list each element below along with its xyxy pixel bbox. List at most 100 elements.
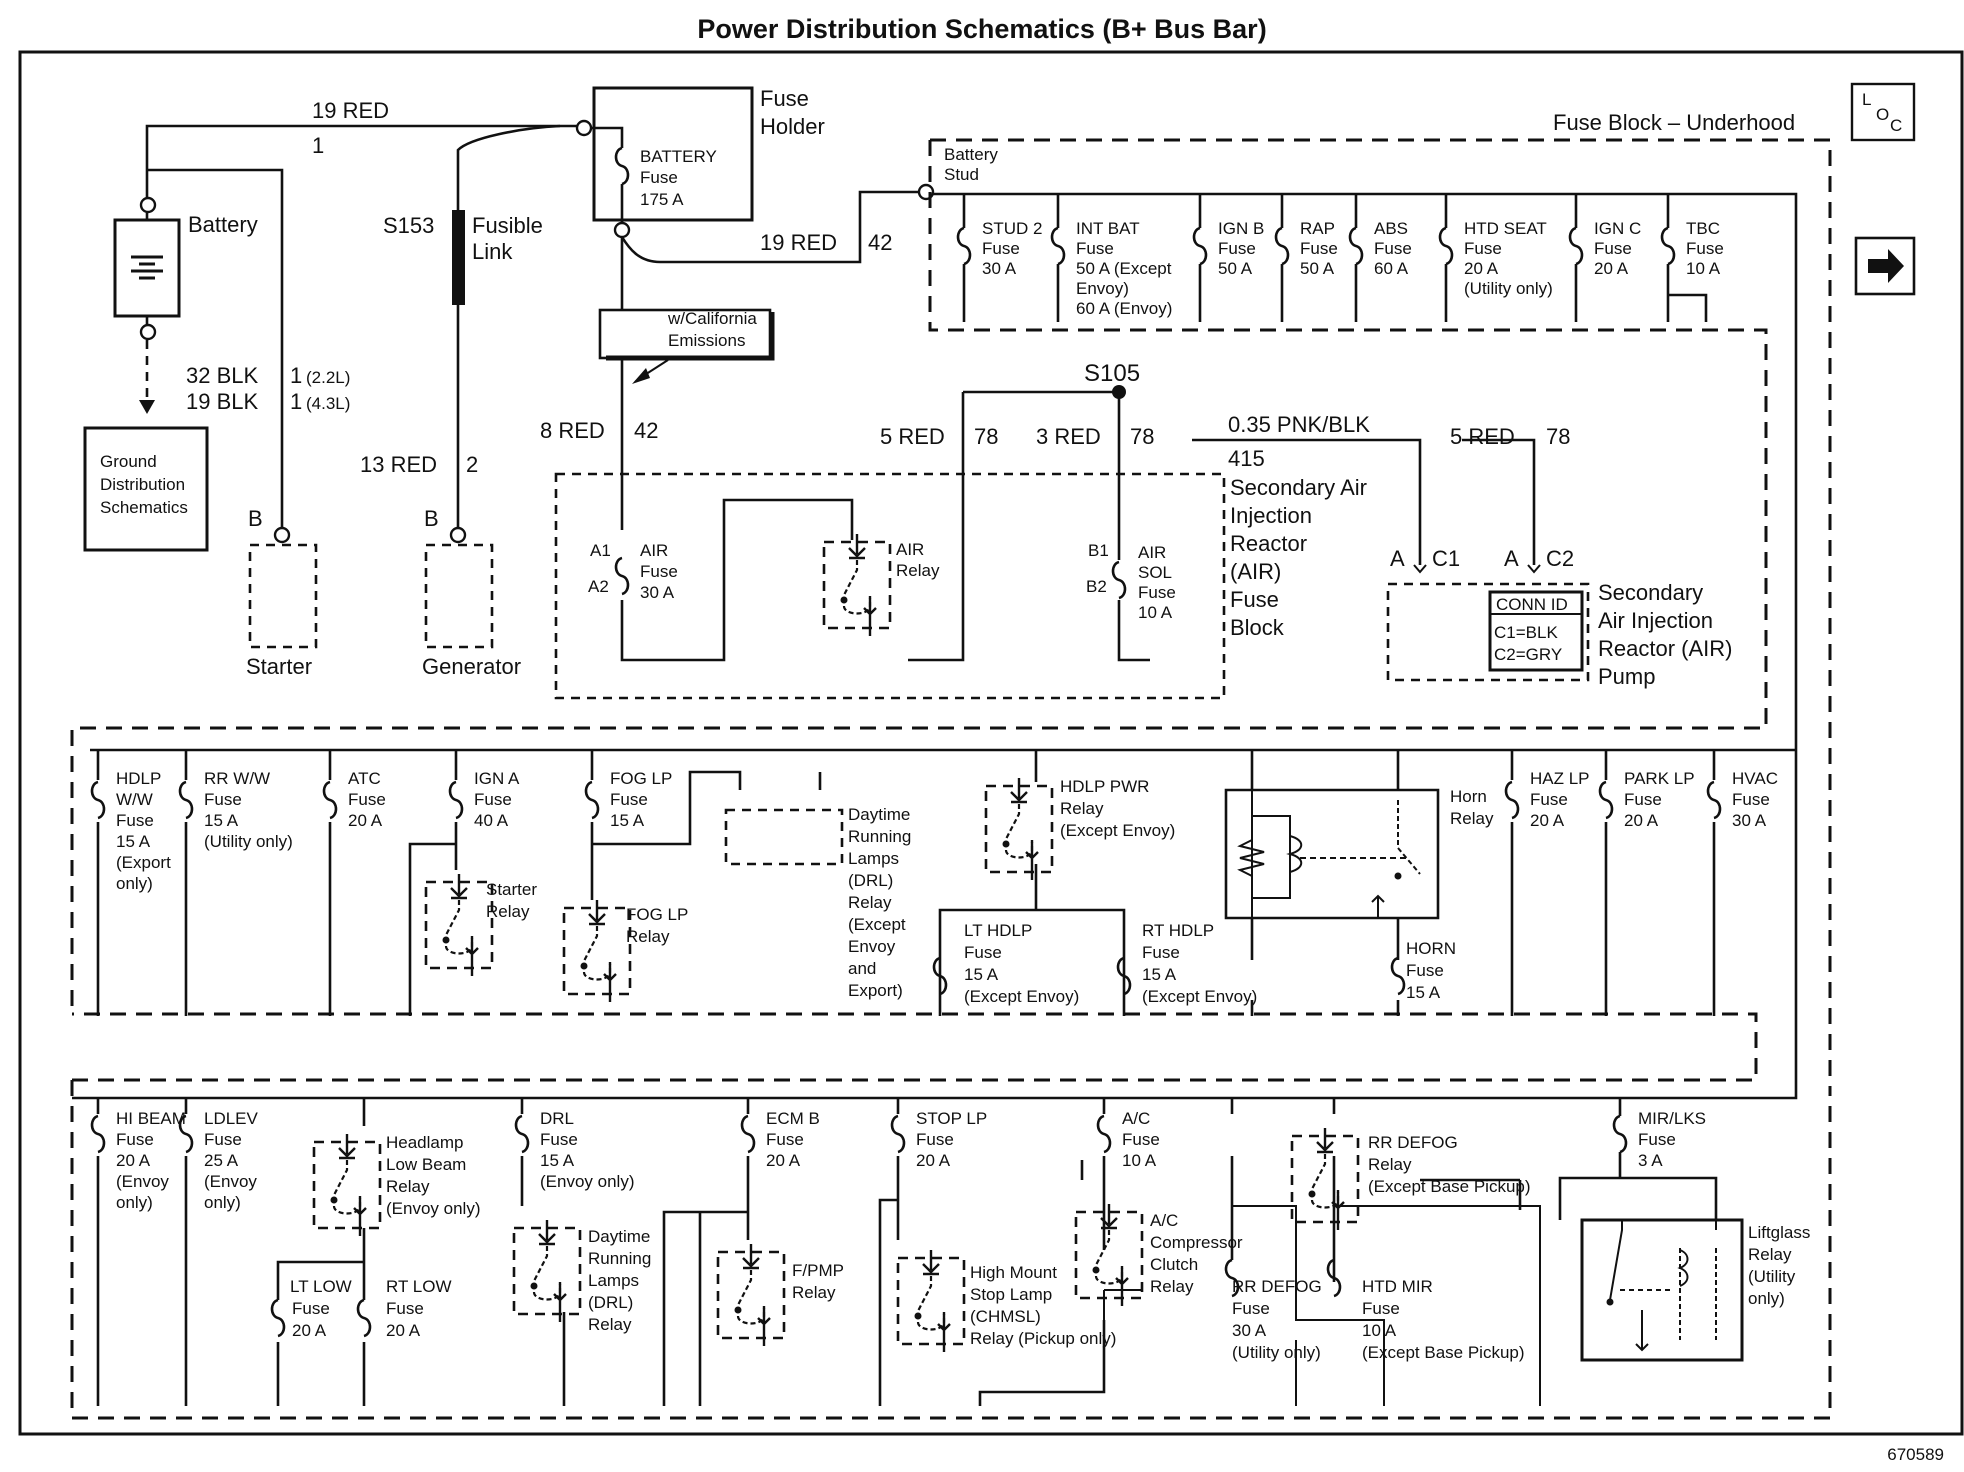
ac-fuse-symbol — [1096, 1114, 1112, 1154]
wire-13red-circuit: 2 — [466, 452, 478, 477]
air-a1-terminal: A1 — [590, 541, 611, 560]
hdlp-pwr-label-1: HDLP PWR — [1060, 777, 1149, 796]
hdlp-pwr-relay-symbol — [984, 776, 1054, 882]
hdlp-ww-fuse-symbol — [90, 780, 106, 820]
hvac-fuse-label-2: Fuse — [1732, 790, 1770, 809]
wire-5red-b: 5 RED — [1450, 424, 1515, 449]
underhood-fuse-1-label-2: Fuse — [982, 239, 1020, 258]
wire-3red-circuit: 78 — [1130, 424, 1154, 449]
low-beam-relay-label-1: Headlamp — [386, 1133, 464, 1152]
atc-fuse-label-1: ATC — [348, 769, 381, 788]
wire-19red-top: 19 RED — [312, 98, 389, 123]
chmsl-relay-label-1: High Mount — [970, 1263, 1057, 1282]
rt-hdlp-label-1: RT HDLP — [1142, 921, 1214, 940]
cal-emissions-label-2: Emissions — [668, 331, 745, 350]
ldlev-fuse-label-5: only) — [204, 1193, 241, 1212]
hdlp-ww-fuse-label-1: HDLP — [116, 769, 161, 788]
wire-19red-42: 19 RED — [760, 230, 837, 255]
underhood-fuse-8-label-2: Fuse — [1686, 239, 1724, 258]
battery-stud-label-1: Battery — [944, 145, 998, 164]
fuse-block-underhood-label: Fuse Block – Underhood — [1553, 110, 1795, 135]
air-sol-label-1: AIR — [1138, 543, 1166, 562]
underhood-fuse-8-label-3: 10 A — [1686, 259, 1721, 278]
air-pump-label-4: Pump — [1598, 664, 1655, 689]
rr-defog-fuse-label-3: 30 A — [1232, 1321, 1267, 1340]
ac-relay-label-1: A/C — [1150, 1211, 1178, 1230]
air-pump-label-2: Air Injection — [1598, 608, 1713, 633]
rr-defog-fuse-label-2: Fuse — [1232, 1299, 1270, 1318]
rr-defog-relay-symbol — [1290, 1126, 1360, 1232]
lt-hdlp-label-2: Fuse — [964, 943, 1002, 962]
drl-relay-label-3: Lamps — [848, 849, 899, 868]
hdlp-pwr-label-3: (Except Envoy) — [1060, 821, 1175, 840]
fog-relay-symbol — [562, 898, 632, 1004]
drl-relay2-symbol — [512, 1218, 582, 1324]
underhood-fuse-5-label-3: 60 A — [1374, 259, 1409, 278]
fpmp-relay-label-1: F/PMP — [792, 1261, 844, 1280]
rr-defog-fuse-label-4: (Utility only) — [1232, 1343, 1321, 1362]
underhood-fuse-7-label-2: Fuse — [1594, 239, 1632, 258]
air-a2-terminal: A2 — [588, 577, 609, 596]
hi-beam-fuse-label-1: HI BEAM — [116, 1109, 186, 1128]
park-lp-fuse-label-1: PARK LP — [1624, 769, 1695, 788]
liftglass-relay-label-2: Relay — [1748, 1245, 1792, 1264]
underhood-fuse-6-label-3: 20 A — [1464, 259, 1499, 278]
low-beam-relay-label-3: Relay — [386, 1177, 430, 1196]
drl-fuse-label-3: 15 A — [540, 1151, 575, 1170]
park-lp-fuse-symbol — [1598, 780, 1614, 820]
fusible-link-label-1: Fusible — [472, 213, 543, 238]
rr-defog-relay-label-2: Relay — [1368, 1155, 1412, 1174]
wire-42a: 42 — [868, 230, 892, 255]
drl-relay-label-8: and — [848, 959, 876, 978]
underhood-fuse-1-symbol — [956, 226, 972, 266]
liftglass-relay-label-4: only) — [1748, 1289, 1785, 1308]
conn-id-c1: C1=BLK — [1494, 623, 1558, 642]
battery-fuse-label-1: BATTERY — [640, 147, 717, 166]
diagram-frame — [18, 50, 1964, 1436]
ign-a-fuse-symbol — [448, 780, 464, 820]
underhood-fuse-2-label-2: Fuse — [1076, 239, 1114, 258]
document-number: 670589 — [1887, 1445, 1944, 1464]
s153-splice: S153 — [383, 213, 434, 238]
rt-low-fuse-symbol — [356, 1298, 372, 1338]
underhood-fuse-3-symbol — [1192, 226, 1208, 266]
underhood-fuse-4-label-3: 50 A — [1300, 259, 1335, 278]
atc-fuse-symbol — [322, 780, 338, 820]
underhood-fuse-5-label-2: Fuse — [1374, 239, 1412, 258]
horn-fuse-label-2: Fuse — [1406, 961, 1444, 980]
drl-fuse-symbol — [514, 1114, 530, 1154]
underhood-fuse-1-label-1: STUD 2 — [982, 219, 1042, 238]
rr-ww-fuse-label-4: (Utility only) — [204, 832, 293, 851]
page-title: Power Distribution Schematics (B+ Bus Ba… — [697, 14, 1266, 44]
rr-ww-fuse-label-2: Fuse — [204, 790, 242, 809]
row2-wiring — [96, 750, 1716, 1016]
c2-connector: C2 — [1546, 546, 1574, 571]
underhood-fuse-8-label-1: TBC — [1686, 219, 1720, 238]
stop-lp-fuse-label-2: Fuse — [916, 1130, 954, 1149]
hvac-fuse-symbol — [1706, 780, 1722, 820]
next-page-arrow-icon[interactable] — [1854, 236, 1916, 296]
generator-b-terminal: B — [424, 506, 439, 531]
loc-icon[interactable]: L O C — [1850, 82, 1916, 142]
underhood-fuse-5-label-1: ABS — [1374, 219, 1408, 238]
air-fuse-label-1: AIR — [640, 541, 668, 560]
air-pump-label-1: Secondary — [1598, 580, 1703, 605]
s105-splice: S105 — [1084, 360, 1140, 387]
horn-relay-label-1: Horn — [1450, 787, 1487, 806]
c2-pin-a: A — [1504, 546, 1519, 571]
park-lp-fuse-label-3: 20 A — [1624, 811, 1659, 830]
hi-beam-fuse-label-4: (Envoy — [116, 1172, 169, 1191]
drl-relay-label-1: Daytime — [848, 805, 910, 824]
conn-id-c2: C2=GRY — [1494, 645, 1562, 664]
battery-label: Battery — [188, 212, 258, 237]
air-fuse-block-label-3: Reactor — [1230, 531, 1307, 556]
underhood-fuse-7-symbol — [1568, 226, 1584, 266]
underhood-fuse-2-symbol — [1050, 226, 1066, 266]
starter-relay-symbol — [424, 872, 494, 978]
haz-lp-fuse-label-1: HAZ LP — [1530, 769, 1590, 788]
air-fuse-block-label-4: (AIR) — [1230, 559, 1281, 584]
air-sol-label-2: SOL — [1138, 563, 1172, 582]
air-fuse-block-label-2: Injection — [1230, 503, 1312, 528]
horn-fuse-label-1: HORN — [1406, 939, 1456, 958]
